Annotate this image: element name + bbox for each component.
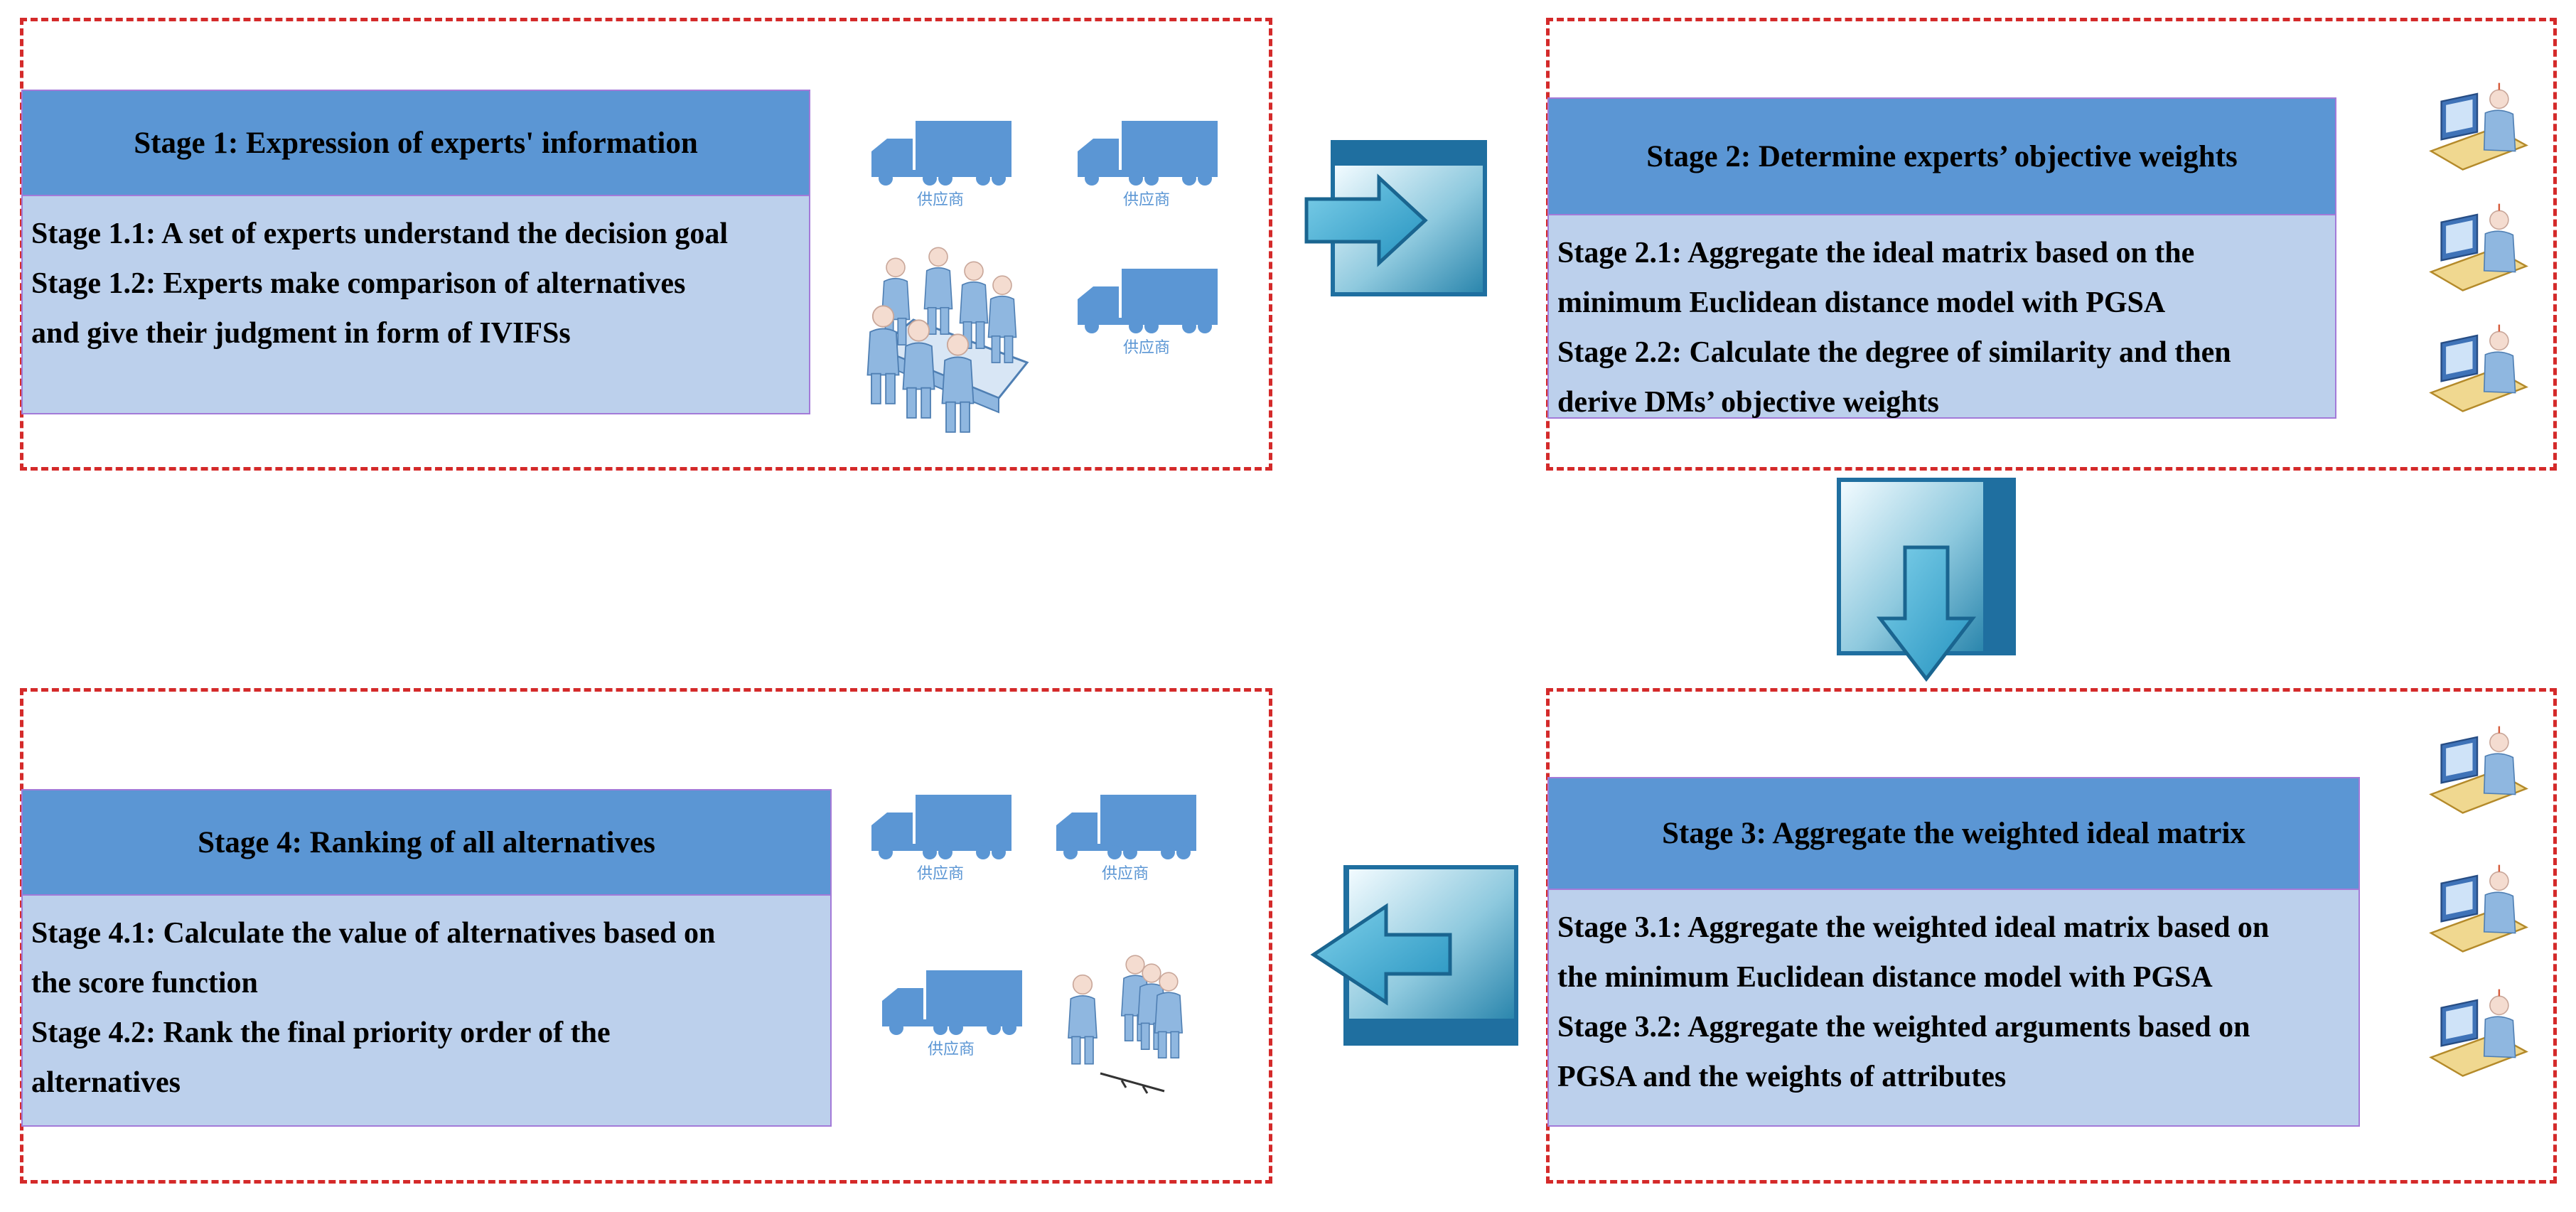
truck-label: 供应商 bbox=[917, 865, 964, 883]
stage-4-line: Stage 4.1: Calculate the value of altern… bbox=[31, 917, 716, 950]
stage-3-line: Stage 3.2: Aggregate the weighted argume… bbox=[1557, 1011, 2250, 1044]
scientist-at-computer-icon bbox=[2424, 323, 2531, 416]
operator-at-computer-icon bbox=[2424, 725, 2531, 817]
truck-icon: 供应商 bbox=[1072, 114, 1221, 209]
scientist-at-computer-icon bbox=[2424, 203, 2531, 295]
truck-icon: 供应商 bbox=[876, 963, 1026, 1058]
arrow-icon bbox=[1304, 140, 1487, 296]
stage-1-body: Stage 1.1: A set of experts understand t… bbox=[23, 196, 809, 358]
arrow-icon bbox=[1310, 865, 1518, 1046]
stage-4-body: Stage 4.1: Calculate the value of altern… bbox=[23, 896, 830, 1108]
stage-4-title: Stage 4: Ranking of all alternatives bbox=[23, 790, 830, 896]
stage-4-box: Stage 4: Ranking of all alternatives Sta… bbox=[21, 789, 832, 1127]
stage-2-body: Stage 2.1: Aggregate the ideal matrix ba… bbox=[1549, 215, 2335, 427]
stage-2-box: Stage 2: Determine experts’ objective we… bbox=[1547, 97, 2336, 419]
stage-1-title: Stage 1: Expression of experts' informat… bbox=[23, 91, 809, 196]
truck-icon: 供应商 bbox=[1072, 262, 1221, 357]
stage-2-line: derive DMs’ objective weights bbox=[1557, 386, 1939, 419]
truck-label: 供应商 bbox=[1123, 191, 1170, 209]
stage-2-line: Stage 2.1: Aggregate the ideal matrix ba… bbox=[1557, 237, 2195, 269]
truck-label: 供应商 bbox=[1102, 865, 1149, 883]
truck-icon: 供应商 bbox=[1051, 788, 1200, 883]
stage-2-line: Stage 2.2: Calculate the degree of simil… bbox=[1557, 336, 2231, 369]
stage-1-line: and give their judgment in form of IVIFS… bbox=[31, 317, 571, 350]
operator-at-computer-icon bbox=[2424, 988, 2531, 1080]
stage-2-line: minimum Euclidean distance model with PG… bbox=[1557, 286, 2166, 319]
stage-2-title: Stage 2: Determine experts’ objective we… bbox=[1549, 99, 2335, 215]
stage-3-line: the minimum Euclidean distance model wit… bbox=[1557, 961, 2213, 994]
stage-1-box: Stage 1: Expression of experts' informat… bbox=[21, 90, 810, 414]
scientist-at-computer-icon bbox=[2424, 82, 2531, 174]
stage-3-body: Stage 3.1: Aggregate the weighted ideal … bbox=[1549, 890, 2358, 1102]
stage-4-line: Stage 4.2: Rank the final priority order… bbox=[31, 1017, 611, 1049]
meeting-icon bbox=[866, 247, 1029, 433]
stage-3-box: Stage 3: Aggregate the weighted ideal ma… bbox=[1547, 777, 2360, 1127]
truck-icon: 供应商 bbox=[866, 788, 1015, 883]
stage-4-line: alternatives bbox=[31, 1066, 181, 1099]
stage-3-title: Stage 3: Aggregate the weighted ideal ma… bbox=[1549, 778, 2358, 890]
arrow-icon bbox=[1837, 478, 2016, 682]
people-queue-icon bbox=[1068, 955, 1184, 1094]
truck-label: 供应商 bbox=[917, 191, 964, 209]
stage-4-line: the score function bbox=[31, 967, 258, 999]
stage-1-line: Stage 1.1: A set of experts understand t… bbox=[31, 218, 728, 250]
stage-3-line: Stage 3.1: Aggregate the weighted ideal … bbox=[1557, 911, 2270, 944]
operator-at-computer-icon bbox=[2424, 864, 2531, 956]
truck-label: 供应商 bbox=[1123, 339, 1170, 357]
stage-3-line: PGSA and the weights of attributes bbox=[1557, 1061, 2007, 1093]
truck-icon: 供应商 bbox=[866, 114, 1015, 209]
stage-1-line: Stage 1.2: Experts make comparison of al… bbox=[31, 267, 686, 300]
truck-label: 供应商 bbox=[928, 1041, 975, 1058]
